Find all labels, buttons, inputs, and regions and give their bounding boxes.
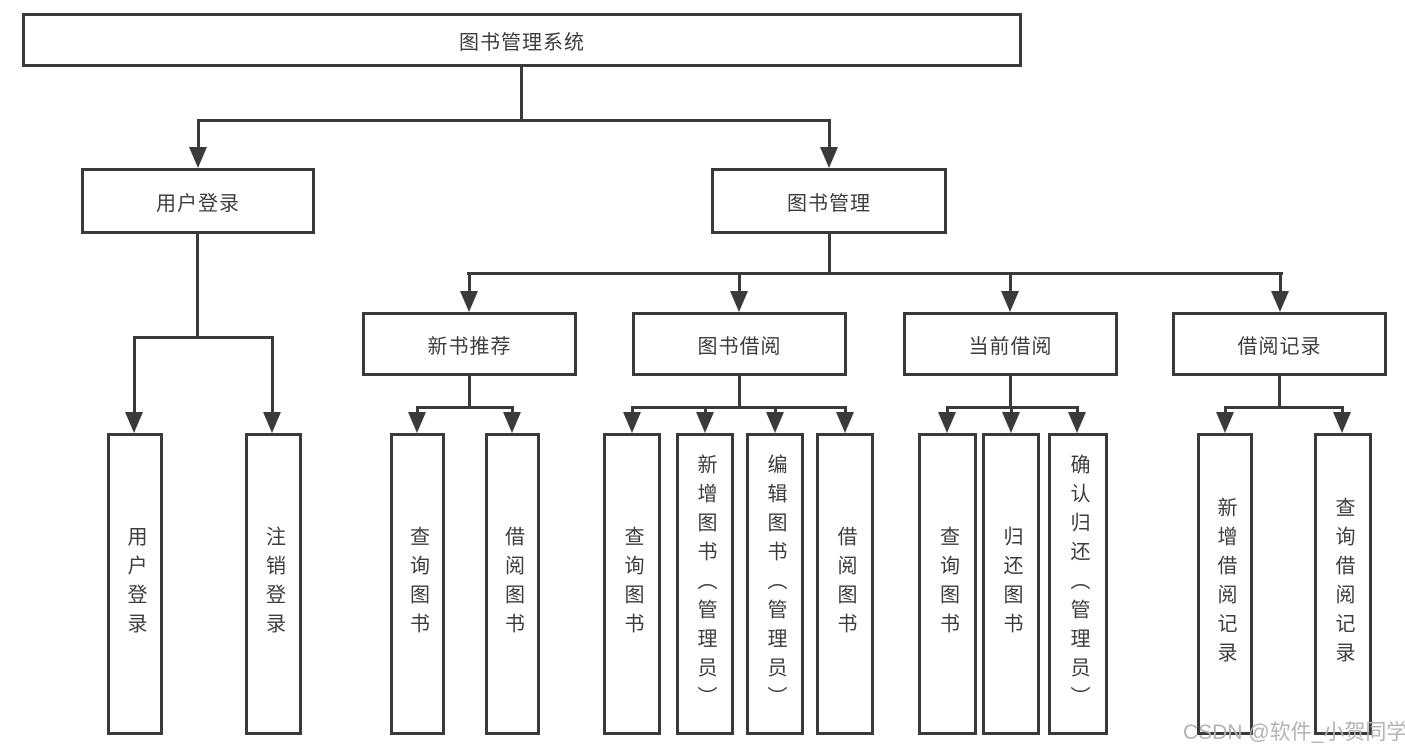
- arrow-down-nb-query: [408, 412, 426, 433]
- connector-root-drop-right: [828, 119, 831, 148]
- node-user-login: 用户登录: [81, 168, 315, 234]
- leaf-newbook-query-books: 查询图书: [390, 433, 445, 735]
- leaf-current-query-books: 查询图书: [918, 433, 977, 735]
- arrow-down-cb-return: [1002, 412, 1020, 433]
- arrow-down-leaf-user-login: [125, 412, 143, 433]
- connector-newbook-drop-2: [511, 406, 514, 414]
- connector-userlogin-drop-2: [271, 336, 274, 413]
- node-current-borrowing: 当前借阅: [903, 312, 1118, 376]
- leaf-borrowing-edit-books-admin: 编辑图书（管理员）: [746, 433, 804, 735]
- connector-bookmgmt-drop-3: [1009, 272, 1012, 292]
- connector-bookmgmt-drop-1: [468, 272, 471, 292]
- arrow-down-bb-query: [623, 412, 641, 433]
- arrow-down-br-query: [1333, 412, 1351, 433]
- connector-borrowing-rail: [631, 406, 846, 409]
- node-library-management-system: 图书管理系统: [22, 13, 1022, 67]
- arrow-down-bb-edit: [766, 412, 784, 433]
- arrow-down-cb-confirm: [1068, 412, 1086, 433]
- connector-borrowing-drop-2: [704, 406, 707, 414]
- arrow-down-borrowing-records: [1271, 291, 1289, 312]
- leaf-user-login: 用户登录: [107, 433, 163, 735]
- leaf-current-return-books: 归还图书: [982, 433, 1040, 735]
- connector-bookmgmt-drop-4: [1279, 272, 1282, 292]
- connector-current-stem: [1009, 376, 1012, 406]
- arrow-down-br-add: [1216, 412, 1234, 433]
- arrow-down-current-borrowing: [1001, 291, 1019, 312]
- arrow-down-new-book-recommend: [460, 291, 478, 312]
- connector-current-drop-2: [1010, 406, 1013, 414]
- connector-records-stem: [1278, 376, 1281, 406]
- connector-current-drop-1: [946, 406, 949, 414]
- connector-bookmgmt-drop-2: [738, 272, 741, 292]
- arrow-down-book-management: [820, 147, 838, 168]
- connector-records-drop-1: [1224, 406, 1227, 414]
- connector-root-drop-left: [197, 119, 200, 148]
- connector-newbook-drop-1: [416, 406, 419, 414]
- node-borrowing-records: 借阅记录: [1172, 312, 1387, 376]
- arrow-down-user-login: [189, 147, 207, 168]
- connector-userlogin-stem: [196, 234, 199, 336]
- leaf-borrowing-query-books: 查询图书: [603, 433, 661, 735]
- leaf-records-add-record: 新增借阅记录: [1197, 433, 1253, 735]
- connector-userlogin-rail: [133, 336, 274, 339]
- connector-root-rail: [197, 119, 831, 122]
- node-book-management: 图书管理: [711, 168, 947, 234]
- connector-records-rail: [1224, 406, 1344, 409]
- arrow-down-bb-add: [696, 412, 714, 433]
- connector-bookmgmt-stem: [828, 234, 831, 272]
- node-new-book-recommend: 新书推荐: [362, 312, 577, 376]
- connector-newbook-rail: [416, 406, 514, 409]
- arrow-down-nb-borrow: [503, 412, 521, 433]
- connector-borrowing-drop-4: [844, 406, 847, 414]
- leaf-current-confirm-return-admin: 确认归还（管理员）: [1048, 433, 1108, 735]
- connector-borrowing-stem: [738, 376, 741, 406]
- connector-newbook-stem: [468, 376, 471, 406]
- leaf-borrowing-borrow-books: 借阅图书: [816, 433, 874, 735]
- csdn-watermark: CSDN @软件_小贺同学: [1183, 721, 1405, 744]
- connector-bookmgmt-rail: [467, 272, 1283, 275]
- connector-current-drop-3: [1076, 406, 1079, 414]
- leaf-newbook-borrow-books: 借阅图书: [485, 433, 540, 735]
- connector-borrowing-drop-3: [774, 406, 777, 414]
- leaf-borrowing-add-books-admin: 新增图书（管理员）: [676, 433, 734, 735]
- connector-userlogin-drop-1: [133, 336, 136, 413]
- arrow-down-bb-borrow: [836, 412, 854, 433]
- node-book-borrowing: 图书借阅: [632, 312, 847, 376]
- connector-records-drop-2: [1341, 406, 1344, 414]
- leaf-logout: 注销登录: [245, 433, 302, 735]
- connector-root-stem: [520, 67, 523, 119]
- arrow-down-cb-query: [938, 412, 956, 433]
- arrow-down-leaf-logout: [263, 412, 281, 433]
- leaf-records-query-record: 查询借阅记录: [1314, 433, 1372, 735]
- arrow-down-book-borrowing: [730, 291, 748, 312]
- connector-borrowing-drop-1: [631, 406, 634, 414]
